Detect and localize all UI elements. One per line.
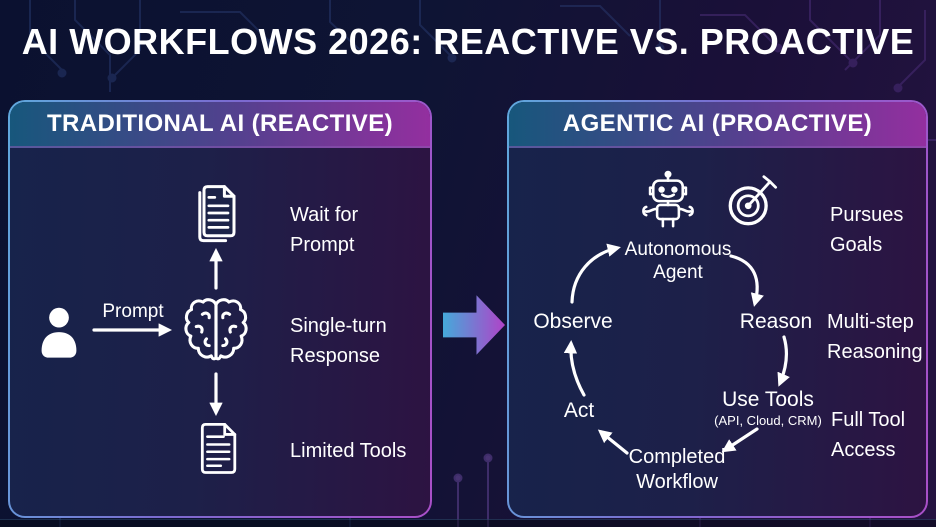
step-label-wait-for-prompt: Wait for Prompt (290, 204, 359, 256)
arrow-agent-to-reason-icon (729, 254, 764, 307)
cycle-reason-label: Reason (739, 310, 813, 333)
panel-agentic-header: AGENTIC AI (PROACTIVE) (509, 102, 926, 148)
person-icon (41, 307, 77, 358)
panel-agentic-title: AGENTIC AI (PROACTIVE) (562, 110, 873, 137)
cycle-use-tools-label: Use Tools (722, 388, 814, 411)
robot-icon (642, 170, 694, 228)
cycle-use-tools-block: Use Tools (API, Cloud, CRM) (698, 388, 838, 429)
prompt-label: Prompt (102, 301, 164, 322)
panel-traditional-body: Prompt (10, 148, 430, 516)
traditional-flow-arrows (92, 247, 223, 417)
step-label-single-turn-response: Single-turn Response (290, 315, 387, 367)
panel-agentic-inner: AGENTIC AI (PROACTIVE) (509, 102, 926, 516)
panel-agentic-body: Autonomous Agent Observe Reason Use Tool… (509, 148, 926, 516)
documents-icon (198, 185, 236, 243)
brain-icon (184, 298, 248, 361)
arrow-observe-to-agent-icon (570, 243, 621, 304)
step-label-limited-tools: Limited Tools (290, 440, 407, 462)
benefit-pursues-goals: Pursues Goals (830, 204, 904, 256)
panel-traditional-title: TRADITIONAL AI (REACTIVE) (47, 110, 393, 137)
panel-traditional-inner: TRADITIONAL AI (REACTIVE) (10, 102, 430, 516)
agentic-cycle-arrows (563, 243, 790, 455)
panel-traditional-ai: TRADITIONAL AI (REACTIVE) (8, 100, 432, 518)
bottom-edge-strip (0, 519, 936, 527)
arrow-act-to-observe-icon (563, 339, 586, 397)
arrow-usetools-to-completed-icon (721, 427, 759, 453)
benefit-full-tool-access: Full Tool Access (831, 409, 906, 461)
document-icon (200, 422, 237, 474)
target-icon (728, 175, 778, 226)
cycle-completed-workflow-label: Completed Workflow (628, 446, 726, 493)
page-title: AI WORKFLOWS 2026: REACTIVE VS. PROACTIV… (21, 21, 915, 62)
arrow-reason-to-usetools-icon (777, 335, 790, 387)
panel-traditional-header: TRADITIONAL AI (REACTIVE) (10, 102, 430, 148)
cycle-act-label: Act (563, 399, 595, 422)
benefit-multi-step-reasoning: Multi-step Reasoning (827, 311, 923, 363)
cycle-observe-label: Observe (533, 310, 613, 333)
autonomous-agent-label: Autonomous Agent (624, 239, 732, 283)
arrow-completed-to-act-icon (597, 429, 629, 455)
cycle-use-tools-sublabel: (API, Cloud, CRM) (714, 413, 822, 428)
panel-agentic-ai: AGENTIC AI (PROACTIVE) (507, 100, 928, 518)
